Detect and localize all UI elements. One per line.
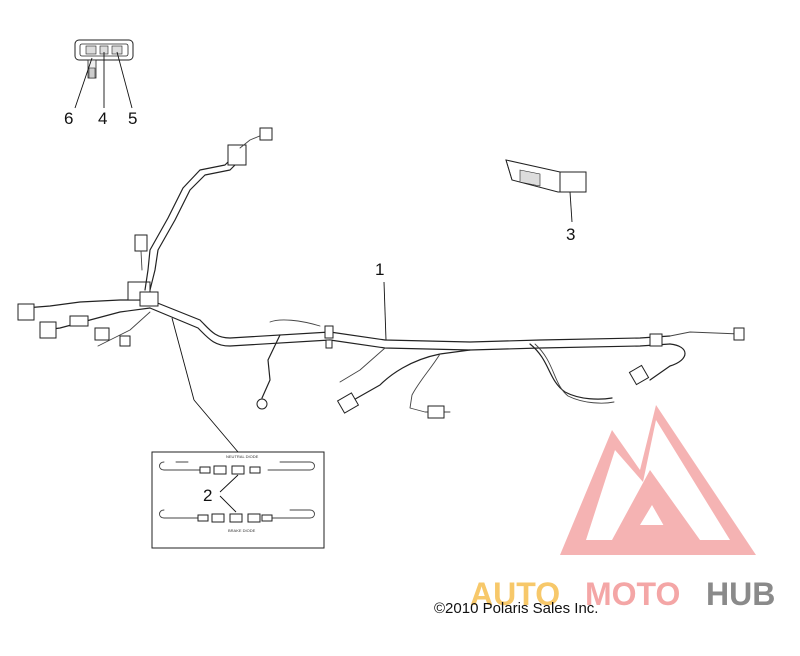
callout-4: 4 [98,109,107,128]
connector-item-3 [505,159,587,223]
brake-diode-label: BRAKE DIODE [228,528,256,533]
detail-leader [171,317,239,453]
watermark-hub: HUB [706,576,775,612]
callout-6: 6 [64,109,73,128]
connector-item-4-5-6 [74,39,134,109]
watermark-text: AUTO MOTO HUB [470,576,775,612]
copyright-notice: ©2010 Polaris Sales Inc. [434,600,599,617]
callout-5: 5 [128,109,137,128]
watermark-logo [560,405,756,555]
main-harness [17,127,745,419]
watermark-auto: AUTO [470,576,560,612]
callout-3: 3 [566,225,575,244]
callout-1: 1 [375,260,384,279]
callout-2: 2 [203,486,212,505]
watermark-moto: MOTO [585,576,680,612]
neutral-diode-label: NEUTRAL DIODE [226,454,259,459]
diode-detail-box: NEUTRAL DIODE BRAKE DIODE [151,451,325,549]
